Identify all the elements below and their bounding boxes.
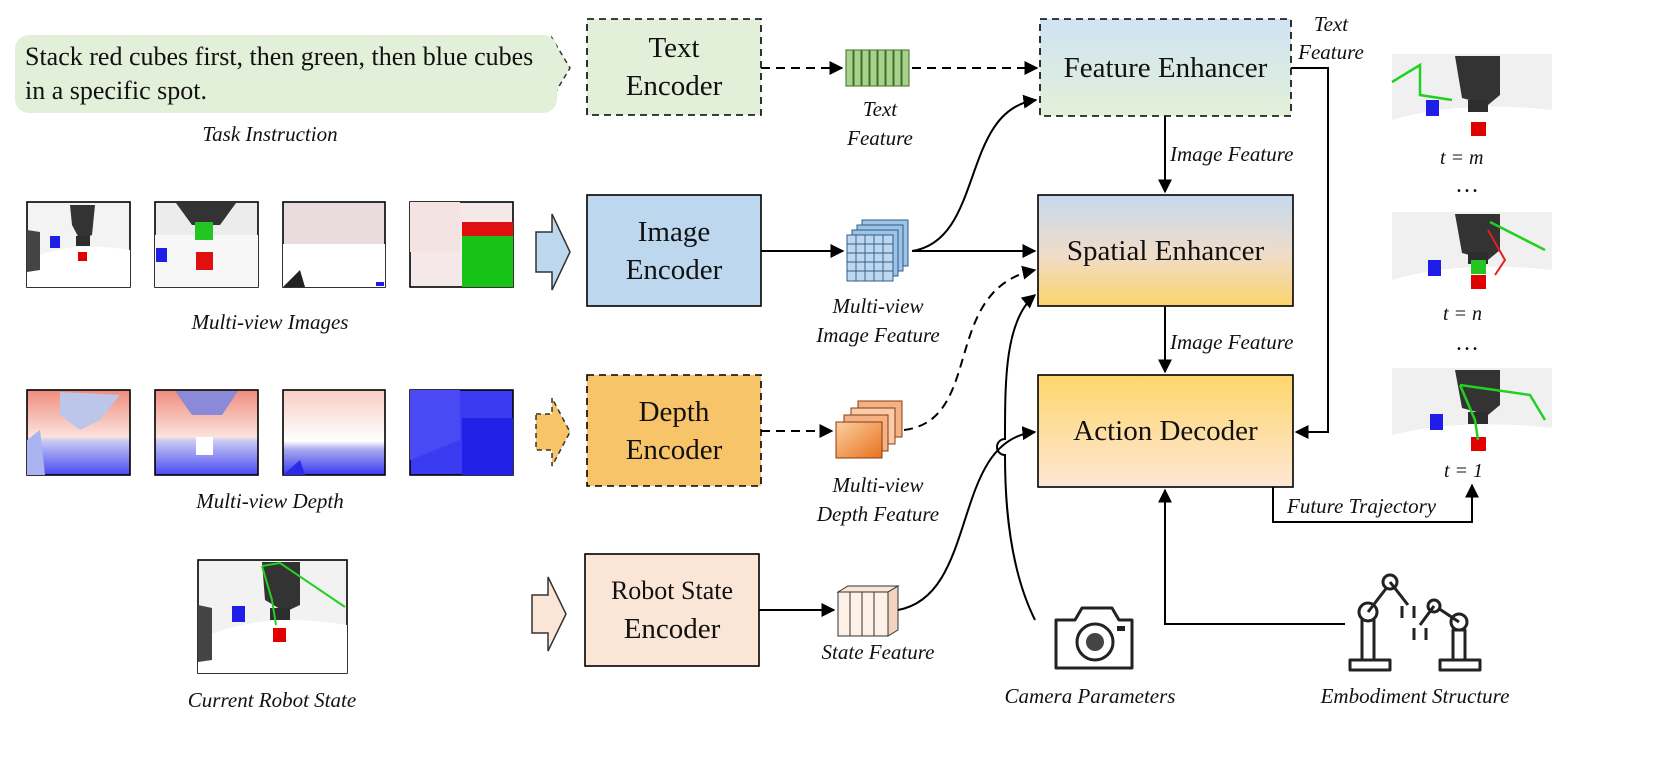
multiview-image-1 xyxy=(26,201,131,288)
current-robot-state-image xyxy=(197,559,348,674)
robot-state-encoder-line-1: Robot State xyxy=(610,576,734,605)
image-feature-caption-line-2: Image Feature xyxy=(816,323,940,347)
arrow-embodiment-to-ad xyxy=(1158,488,1345,625)
text-encoder-line-1: Text xyxy=(648,32,700,64)
timestep-label-n: t = n xyxy=(1443,303,1483,325)
robot-state-encoder-box xyxy=(584,553,760,667)
output-frame-m xyxy=(1391,54,1552,168)
action-decoder-label: Action Decoder xyxy=(1073,415,1258,447)
text-feature-caption-line-2: Feature xyxy=(847,126,913,150)
arrow-fe-text-to-ad xyxy=(1291,67,1329,439)
state-feature-icon xyxy=(836,585,900,637)
action-decoder-box xyxy=(1037,374,1294,488)
embodiment-structure-label: Embodiment Structure xyxy=(1320,684,1510,708)
depth-encoder-line-2: Encoder xyxy=(625,433,723,466)
image-input-arrow xyxy=(535,213,571,291)
arrow-image-feat-to-fe xyxy=(911,94,1038,252)
image-feature-edge-label-2: Image Feature xyxy=(1170,330,1294,354)
arrow-camera-to-se xyxy=(996,294,1037,621)
ellipsis-2: … xyxy=(1455,330,1482,356)
multiview-depth-caption: Multi-view Depth xyxy=(196,489,344,513)
arrow-depth-feat-to-se xyxy=(903,265,1037,431)
text-feature-edge-label-line-2: Feature xyxy=(1298,40,1364,64)
image-encoder-box xyxy=(586,194,762,307)
depth-feature-icon xyxy=(835,400,903,459)
multiview-image-3 xyxy=(282,201,386,288)
output-frame-1 xyxy=(1392,368,1552,482)
ellipsis-1: … xyxy=(1455,172,1482,198)
text-feature-caption-line-1: Text xyxy=(862,97,898,121)
output-frame-n xyxy=(1392,212,1552,325)
feature-enhancer-label: Feature Enhancer xyxy=(1063,51,1268,84)
state-feature-caption: State Feature xyxy=(821,640,935,664)
camera-icon xyxy=(1054,606,1134,670)
text-feature-icon xyxy=(845,49,910,87)
timestep-label-1: t = 1 xyxy=(1444,460,1484,482)
robot-arm-icon xyxy=(1348,573,1482,672)
multiview-depth-3 xyxy=(282,389,386,476)
depth-feature-caption-line-2: Depth Feature xyxy=(816,502,940,526)
image-encoder-line-1: Image xyxy=(637,215,711,248)
depth-encoder-box xyxy=(586,374,762,487)
image-feature-icon xyxy=(846,219,909,282)
arrow-state-feat-to-ad xyxy=(897,426,1037,611)
task-instruction-caption: Task Instruction xyxy=(202,122,338,146)
multiview-image-4 xyxy=(409,201,514,288)
multiview-image-2 xyxy=(154,201,259,288)
image-feature-caption-line-1: Multi-view xyxy=(832,294,924,318)
spatial-enhancer-box xyxy=(1037,194,1294,307)
feature-enhancer-box xyxy=(1039,18,1292,117)
multiview-depth-1 xyxy=(26,389,131,476)
robot-state-encoder-line-2: Encoder xyxy=(623,613,721,645)
image-encoder-line-2: Encoder xyxy=(625,253,723,286)
text-encoder-line-2: Encoder xyxy=(625,70,723,102)
depth-encoder-line-1: Depth xyxy=(638,395,710,428)
depth-feature-caption-line-1: Multi-view xyxy=(832,473,924,497)
multiview-depth-2 xyxy=(154,389,259,476)
multiview-images-caption: Multi-view Images xyxy=(191,310,349,334)
future-trajectory-label: Future Trajectory xyxy=(1287,494,1437,518)
task-instruction-text: Stack red cubes first, then green, then … xyxy=(15,35,557,113)
current-robot-state-caption: Current Robot State xyxy=(187,688,357,712)
multiview-depth-4 xyxy=(409,389,514,476)
depth-input-arrow xyxy=(535,397,571,467)
text-feature-edge-label-line-1: Text xyxy=(1313,12,1349,36)
camera-parameters-label: Camera Parameters xyxy=(1004,684,1176,708)
image-feature-edge-label-1: Image Feature xyxy=(1170,142,1294,166)
timestep-label-m: t = m xyxy=(1440,147,1484,169)
state-input-arrow xyxy=(531,576,567,652)
arrow-future-trajectory xyxy=(1272,483,1479,523)
spatial-enhancer-label: Spatial Enhancer xyxy=(1066,234,1265,267)
